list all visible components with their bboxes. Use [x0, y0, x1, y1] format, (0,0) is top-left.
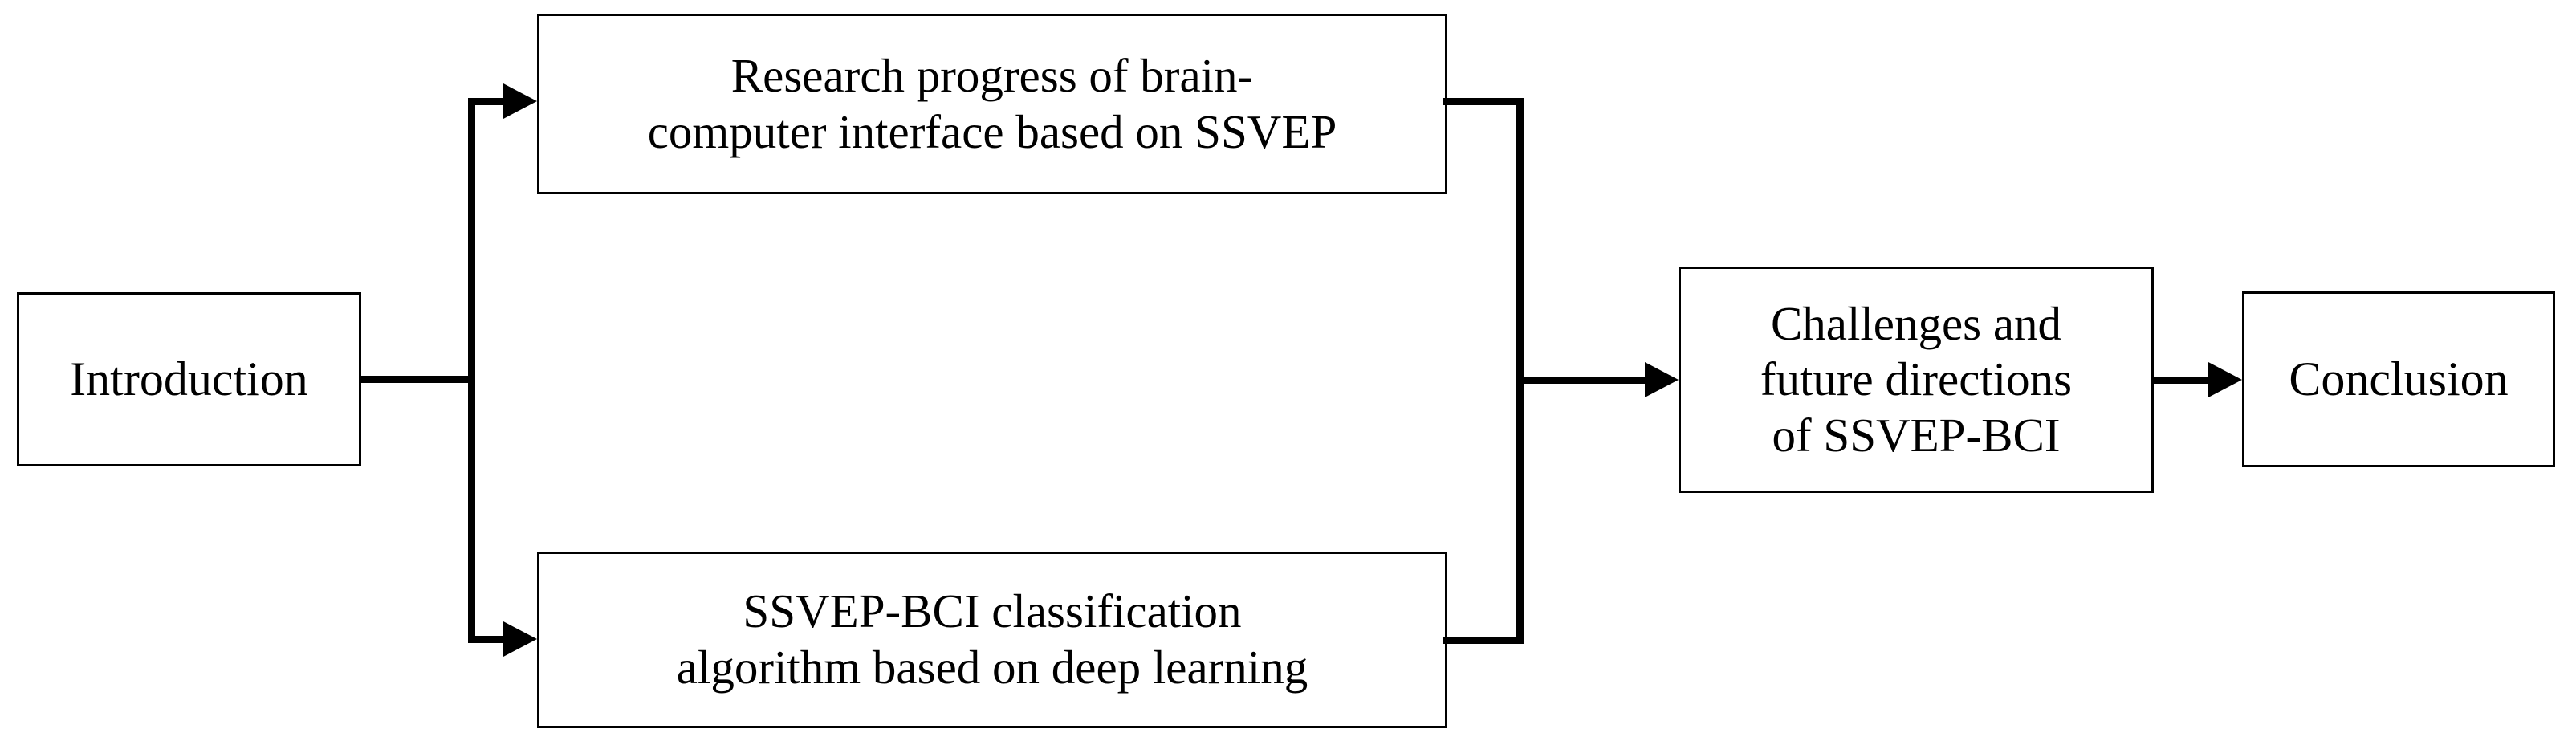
node-ssvep-bci-classification-label: SSVEP-BCI classification algorithm based…: [676, 584, 1308, 694]
arrowhead-right-icon: [503, 621, 537, 657]
node-conclusion-label: Conclusion: [2289, 352, 2509, 406]
arrowhead-right-icon: [503, 83, 537, 119]
edge-introduction-stem: [361, 376, 475, 383]
edge-merge-to-challenges: [1516, 377, 1650, 384]
edge-merge-trunk: [1516, 98, 1524, 644]
node-ssvep-bci-classification[interactable]: SSVEP-BCI classification algorithm based…: [537, 552, 1447, 728]
node-conclusion[interactable]: Conclusion: [2242, 291, 2555, 467]
edge-introduction-to-research: [468, 98, 523, 105]
edge-challenges-to-conclusion: [2154, 377, 2210, 384]
arrowhead-right-icon: [2208, 362, 2242, 397]
arrowhead-right-icon: [1645, 362, 1679, 397]
node-challenges-future-directions-label: Challenges and future directions of SSVE…: [1760, 296, 2073, 462]
node-research-progress[interactable]: Research progress of brain- computer int…: [537, 14, 1447, 194]
node-introduction[interactable]: Introduction: [17, 292, 361, 466]
edge-research-to-merge: [1443, 98, 1524, 105]
node-introduction-label: Introduction: [70, 352, 308, 406]
edge-introduction-to-classification: [468, 636, 523, 643]
node-research-progress-label: Research progress of brain- computer int…: [647, 48, 1337, 158]
edge-split-trunk: [468, 98, 475, 643]
edge-classification-to-merge: [1443, 637, 1524, 644]
node-challenges-future-directions[interactable]: Challenges and future directions of SSVE…: [1679, 267, 2154, 493]
